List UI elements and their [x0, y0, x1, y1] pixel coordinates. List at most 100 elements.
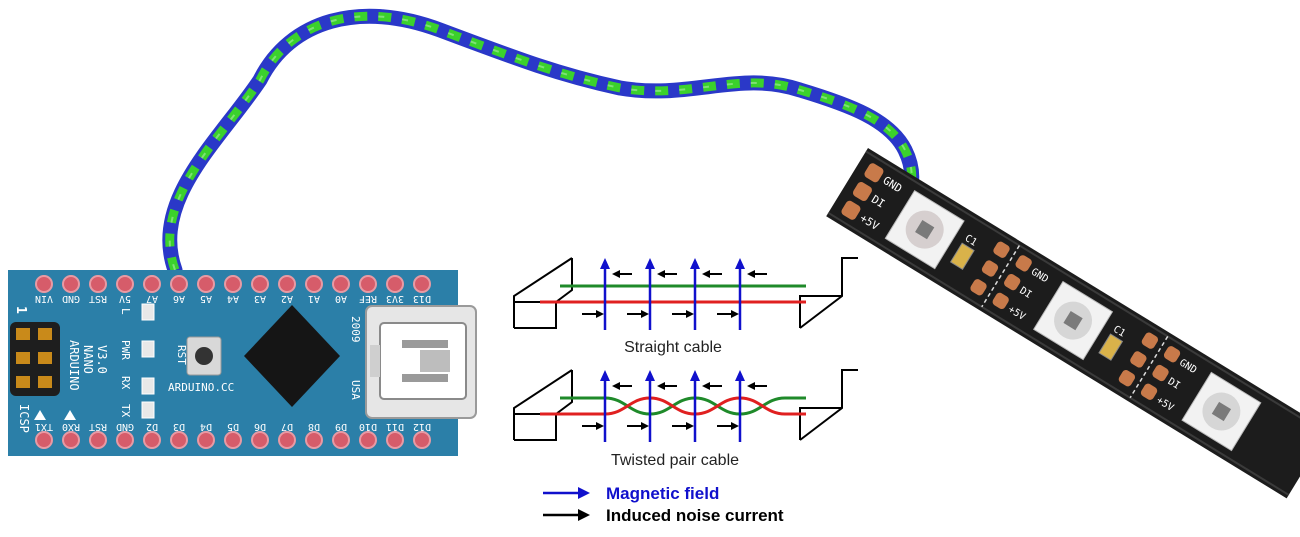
reset-button [186, 336, 222, 376]
twisted-red-conductor [540, 396, 806, 416]
capacitor-1 [949, 242, 975, 270]
noise-current-arrowhead [731, 422, 739, 430]
top-pin-label: A3 [254, 293, 266, 304]
top-pin-label: REF [359, 293, 377, 304]
magnetic-field-arrowhead [600, 258, 610, 269]
bottom-pin-pad [89, 431, 107, 449]
bottom-pin-pad [62, 431, 80, 449]
capacitor-label-1: C1 [963, 233, 979, 249]
bottom-pin-label: RX0 [62, 421, 80, 432]
pad-label-di: DI [869, 193, 887, 211]
noise-current-arrowhead [596, 422, 604, 430]
led-label-tx: TX [119, 404, 132, 418]
led-module-2 [1033, 280, 1114, 361]
noise-current-arrowhead [731, 310, 739, 318]
magnetic-field-arrowhead [645, 258, 655, 269]
cable-noise-diagram: Straight cable Twisted pair cable Magnet… [513, 257, 858, 525]
bottom-pin-label: D7 [281, 421, 293, 432]
magnetic-field-arrowhead [600, 370, 610, 381]
strip-cut-pads-2 [1118, 332, 1181, 400]
bottom-pin-pad [116, 431, 134, 449]
top-pin-label: A1 [308, 293, 320, 304]
legend-black-arrow-icon [578, 509, 590, 521]
noise-current-arrowhead [641, 310, 649, 318]
noise-current-arrowhead [657, 270, 665, 278]
icsp-triangle-marker [64, 410, 76, 420]
noise-current-arrowhead [747, 382, 755, 390]
bottom-pin-pad [386, 431, 404, 449]
bottom-pin-label: D9 [335, 421, 347, 432]
noise-current-arrowhead [686, 422, 694, 430]
noise-current-arrowhead [596, 310, 604, 318]
top-pin-pad [278, 275, 296, 293]
microcontroller-chip [244, 305, 340, 407]
top-pin-label: A4 [227, 293, 239, 304]
bottom-pin-pad [197, 431, 215, 449]
top-pin-label: RST [89, 293, 107, 304]
magnetic-field-arrowhead [645, 370, 655, 381]
year-label: 2009 [349, 316, 362, 343]
bottom-pin-label: D5 [227, 421, 239, 432]
led-module-3 [1181, 371, 1262, 452]
bottom-pin-label: D8 [308, 421, 320, 432]
top-pin-label: VIN [35, 293, 53, 304]
led-strip: GND DI +5V C1 GND DI +5V [826, 148, 1300, 499]
strip-cut-pads-1 [970, 241, 1032, 309]
bottom-pin-pad [143, 431, 161, 449]
top-pin-pad [224, 275, 242, 293]
magnetic-field-arrowhead [735, 370, 745, 381]
top-pin-pad [35, 275, 53, 293]
bottom-pin-label: D12 [413, 421, 431, 432]
bottom-pin-pad [170, 431, 188, 449]
board-name-line3: V3.0 [95, 345, 109, 374]
twisted-cable-label: Twisted pair cable [611, 452, 739, 469]
straight-cable-label: Straight cable [624, 339, 722, 356]
magnetic-field-arrowhead [735, 258, 745, 269]
top-pin-label: A2 [281, 293, 293, 304]
top-pin-label: A0 [335, 293, 347, 304]
top-pin-pad [386, 275, 404, 293]
top-pin-label: D13 [413, 293, 431, 304]
usb-connector [365, 305, 477, 419]
led-module-1 [884, 189, 965, 270]
led-label-rx: RX [119, 376, 132, 390]
bottom-pin-label: D10 [359, 421, 377, 432]
tx-triangle-marker [34, 410, 46, 420]
icsp-header [10, 322, 60, 396]
twisted-cable-figure [513, 369, 858, 442]
noise-current-arrowhead [686, 310, 694, 318]
top-pin-pad [89, 275, 107, 293]
bottom-pin-pad [413, 431, 431, 449]
board-name-line2: NANO [81, 345, 95, 374]
bottom-pin-pad [35, 431, 53, 449]
mid-pad-label-di-1: DI [1017, 285, 1033, 301]
led-label-l: L [119, 308, 132, 315]
led-label-pwr: PWR [119, 340, 132, 360]
straight-field-arrows [600, 258, 745, 330]
top-pin-pad [251, 275, 269, 293]
magnetic-field-arrowhead [690, 258, 700, 269]
straight-noise-arrows [582, 270, 767, 318]
bottom-pin-pad [332, 431, 350, 449]
website-label: ARDUINO.CC [168, 381, 234, 394]
top-pin-pad [170, 275, 188, 293]
top-pin-pad [143, 275, 161, 293]
noise-current-arrowhead [702, 382, 710, 390]
top-pin-label: A5 [200, 293, 212, 304]
bottom-pin-pad [305, 431, 323, 449]
diagram-legend: Magnetic field Induced noise current [543, 484, 784, 525]
capacitor-label-2: C1 [1111, 324, 1127, 340]
straight-cable-figure [513, 257, 858, 330]
twisted-noise-arrows [582, 382, 767, 430]
top-pin-label: 5V [119, 293, 131, 304]
bottom-pin-pad [251, 431, 269, 449]
status-leds [141, 303, 155, 419]
mid-pad-label-di-2: DI [1166, 376, 1182, 392]
top-pin-pad [305, 275, 323, 293]
country-label: USA [349, 380, 362, 400]
capacitor-2 [1098, 333, 1124, 361]
